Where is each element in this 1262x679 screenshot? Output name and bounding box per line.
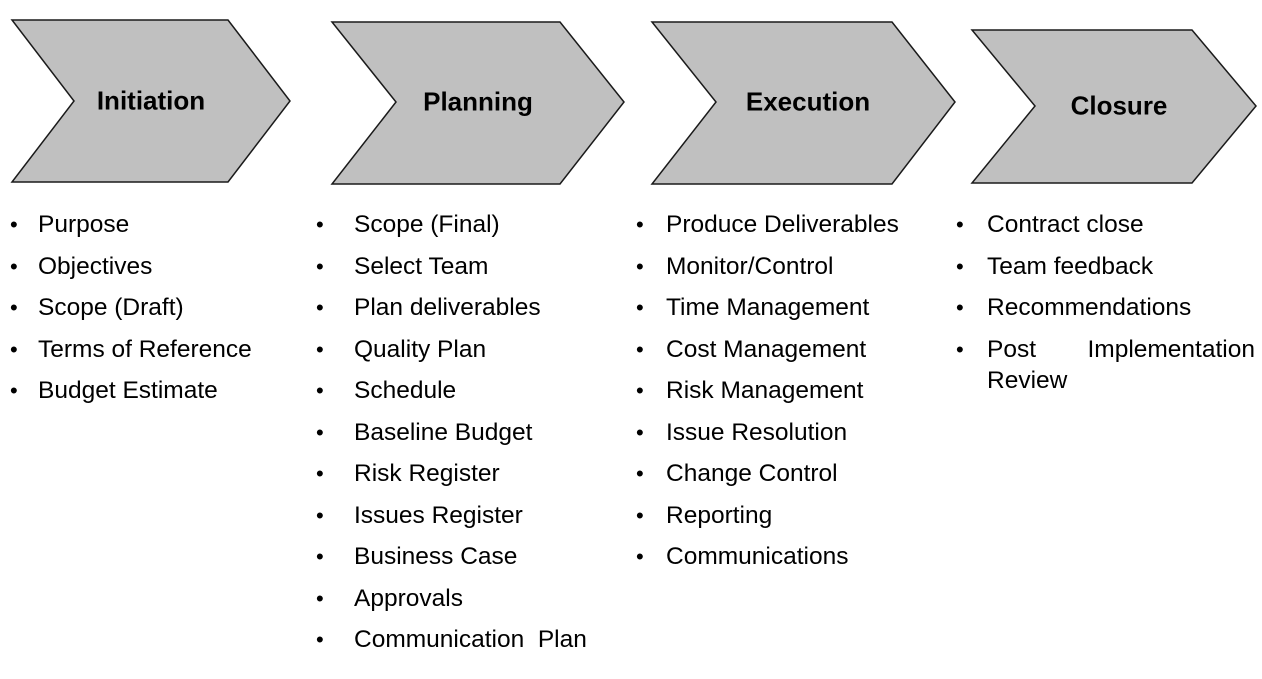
bullet-icon: • (316, 627, 324, 652)
list-item: •Communications (636, 543, 849, 570)
bullet-icon: • (316, 585, 324, 611)
bullet-icon: • (636, 253, 644, 279)
list-item: •Terms of Reference (10, 335, 252, 363)
list-item: •Objectives (10, 252, 153, 280)
list-item: •Produce Deliverables (636, 211, 899, 238)
bullet-icon: • (956, 253, 964, 279)
chevron-shape (970, 29, 1257, 184)
bullet-icon: • (636, 544, 644, 569)
phase-title: Initiation (96, 85, 206, 116)
bullet-icon: • (10, 212, 18, 237)
bullet-icon: • (316, 253, 324, 279)
list-item: •Scope (Final) (316, 211, 500, 238)
bullet-icon: • (636, 461, 644, 486)
list-item: •Baseline Budget (316, 418, 533, 446)
list-item: •Reporting (636, 501, 773, 529)
chevron-shape (650, 21, 956, 185)
list-item: •Select Team (316, 252, 489, 280)
bullet-icon: • (636, 336, 644, 362)
phase-item-list: •Purpose •Objectives •Scope (Draft) •Ter… (10, 209, 300, 417)
list-item: •Risk Register (316, 460, 500, 487)
bullet-icon: • (636, 212, 644, 237)
list-item: •Issue Resolution (636, 418, 848, 446)
bullet-icon: • (636, 502, 644, 528)
list-item: •Scope (Draft) (10, 294, 184, 321)
list-item: •Communication Plan (316, 626, 587, 653)
phase-item-list: •Contract close •Team feedback •Recommen… (956, 209, 1256, 406)
bullet-icon: • (636, 419, 644, 445)
bullet-icon: • (10, 378, 18, 403)
bullet-icon: • (10, 253, 18, 279)
chevron-shape (10, 19, 291, 183)
bullet-icon: • (316, 336, 324, 362)
phase-item-list: •Produce Deliverables •Monitor/Control •… (636, 209, 956, 583)
bullet-icon: • (316, 502, 324, 528)
phase-title: Closure (1070, 90, 1168, 121)
list-item: •Change Control (636, 460, 838, 487)
list-item: •Time Management (636, 294, 870, 321)
bullet-icon: • (316, 461, 324, 486)
bullet-icon: • (956, 336, 964, 362)
list-item: •Business Case (316, 543, 518, 570)
bullet-icon: • (10, 336, 18, 362)
list-item: •Approvals (316, 584, 463, 612)
phase-title: Execution (745, 86, 871, 117)
list-item: •Risk Management (636, 377, 864, 404)
list-item: •Budget Estimate (10, 377, 218, 404)
list-item: •Cost Management (636, 335, 867, 363)
list-item: •Monitor/Control (636, 252, 834, 280)
phase-item-list: •Scope (Final) •Select Team •Plan delive… (316, 209, 636, 666)
list-item: •Schedule (316, 377, 457, 404)
bullet-icon: • (316, 544, 324, 569)
bullet-icon: • (316, 212, 324, 237)
bullet-icon: • (316, 419, 324, 445)
bullet-icon: • (636, 295, 644, 320)
bullet-icon: • (10, 295, 18, 320)
list-item: •Post Implementation Review (956, 335, 1255, 394)
bullet-icon: • (956, 212, 964, 237)
list-item: •Team feedback (956, 252, 1154, 280)
chevron-shape (330, 21, 625, 185)
bullet-icon: • (316, 378, 324, 403)
list-item: •Recommendations (956, 294, 1192, 321)
list-item: •Quality Plan (316, 335, 487, 363)
bullet-icon: • (956, 295, 964, 320)
bullet-icon: • (316, 295, 324, 320)
list-item: •Issues Register (316, 501, 523, 529)
phase-title: Planning (423, 86, 533, 117)
list-item: •Purpose (10, 211, 130, 238)
list-item: •Plan deliverables (316, 294, 541, 321)
list-item: •Contract close (956, 211, 1144, 238)
bullet-icon: • (636, 378, 644, 403)
